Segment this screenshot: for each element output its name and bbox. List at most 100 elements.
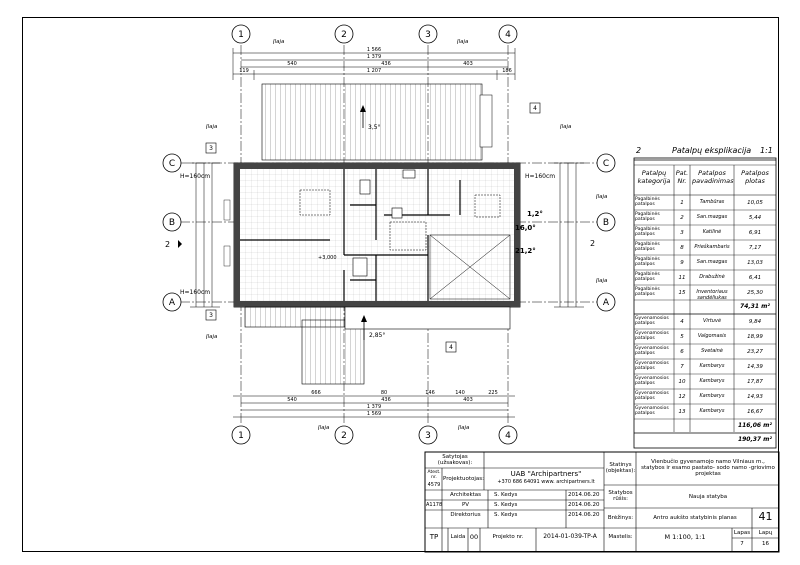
grid-label-2-bottom: 2 <box>341 431 347 441</box>
dim-119: 119 <box>239 68 249 74</box>
dim-540: 540 <box>287 61 297 67</box>
slope-bottom-label: 2,85° <box>369 332 385 339</box>
grid-bubble-1-top <box>231 24 251 44</box>
cell-area: 17,87 <box>747 379 763 385</box>
lapu-label: Lapų <box>758 530 773 536</box>
section-marker-left-1 <box>223 199 231 221</box>
dim-bottom-140: 140 <box>455 390 465 396</box>
dim-bottom-540: 540 <box>287 397 297 403</box>
cell-category: Pagalbinės patalpos <box>635 212 660 223</box>
cell-name: Kambarys <box>699 393 725 399</box>
cell-number: 10 <box>678 379 686 385</box>
tag-3-top-label: 3 <box>209 145 213 152</box>
table-title: Patalpų eksplikacija <box>672 146 752 155</box>
grid-label-1-top: 1 <box>238 30 244 40</box>
cell-category: Pagalbinės patalpos <box>635 227 660 238</box>
ilaja-label-4: Įlaja <box>559 124 572 130</box>
projektuotojas-label: Projektuotojas: <box>443 476 484 482</box>
wall-top <box>234 163 520 169</box>
cell-name: Svetainė <box>701 348 723 354</box>
ilaja-label-1: Įlaja <box>272 39 285 45</box>
h-label-left-top: H=160cm <box>180 173 210 180</box>
cell-name: San.mazgas <box>696 259 728 265</box>
cell-category: Gyvenamosios patalpos <box>635 361 669 372</box>
toilet <box>359 179 371 195</box>
role-director: Direktorius <box>450 512 481 518</box>
brezinys-label: Brėžinys: <box>607 515 634 521</box>
dim-bottom-403: 403 <box>463 397 473 403</box>
elevation-1: 1,2° <box>527 210 543 218</box>
cell-category: Gyvenamosios patalpos <box>635 346 669 357</box>
satytojas-label: Satytojas (užsakovas): <box>437 454 473 466</box>
grid-label-4-top: 4 <box>505 30 511 40</box>
cell-area: 25,30 <box>747 290 763 296</box>
grid-label-c-left: C <box>169 159 175 169</box>
terrace <box>344 306 511 330</box>
grid-bubble-1-bottom <box>231 425 251 445</box>
sheet-number: 41 <box>758 510 773 523</box>
roof-edge <box>479 94 493 148</box>
grid-label-b-right: B <box>603 218 609 228</box>
projekto-label: Projekto nr. <box>492 534 524 540</box>
dim-1566: 1 566 <box>367 47 381 53</box>
atest-number: 4579 <box>427 482 441 488</box>
cell-category: Gyvenamosios patalpos <box>635 376 669 387</box>
cell-area: 13,03 <box>747 260 763 266</box>
grid-label-1-bottom: 1 <box>238 431 244 441</box>
statinys-value: Vienbučio gyvenamojo namo Vilniaus m., s… <box>641 459 775 477</box>
cell-category: Pagalbinės patalpos <box>635 287 660 298</box>
wall-right <box>514 163 520 307</box>
rusis-value: Nauja statyba <box>688 494 728 500</box>
dim-bottom-225: 225 <box>488 390 498 396</box>
cell-category: Gyvenamosios patalpos <box>635 316 669 327</box>
mastelis-value: M 1:100, 1:1 <box>664 533 706 541</box>
upper-roof <box>261 83 483 161</box>
cell-number: 12 <box>678 394 686 400</box>
date-director: 2014.06.20 <box>568 512 600 518</box>
cell-category: Gyvenamosios patalpos <box>635 391 669 402</box>
grid-bubble-2-top <box>334 24 354 44</box>
dim-1207: 1 207 <box>367 68 381 74</box>
cell-name: Virtuvė <box>702 318 722 324</box>
grid-label-4-bottom: 4 <box>505 431 511 441</box>
role-architect: Architektas <box>449 492 482 498</box>
cell-category: Pagalbinės patalpos <box>635 197 660 208</box>
lapas-label: Lapas <box>733 530 751 536</box>
grid-bubble-b-left <box>162 212 182 232</box>
cell-name: Katilinė <box>702 229 722 235</box>
dim-bottom-80: 80 <box>381 390 387 396</box>
cell-category: Pagalbinės patalpos <box>635 242 660 253</box>
elevation-2: 16,0° <box>515 224 536 232</box>
cell-name: Drabužinė <box>699 274 725 280</box>
section-mark-left: 2 <box>165 240 170 249</box>
grid-bubble-3-top <box>418 24 438 44</box>
ilaja-label-6: Įlaja <box>595 278 608 284</box>
h-label-right: H=160cm <box>525 173 555 180</box>
cell-number: 1 <box>680 200 684 206</box>
cell-name: Valgomasis <box>697 333 727 339</box>
tag-4-top-label: 4 <box>533 105 537 112</box>
cell-name: Kambarys <box>699 408 725 414</box>
grid-bubble-3-bottom <box>418 425 438 445</box>
wall-bottom <box>234 301 520 307</box>
cell-area: 14,39 <box>747 364 763 370</box>
table-scale: 1:1 <box>760 146 773 155</box>
dim-bottom-1569: 1 569 <box>367 411 381 417</box>
dim-bottom-436: 436 <box>381 397 391 403</box>
laida-value: 00 <box>469 533 479 541</box>
cell-number: 5 <box>680 334 684 340</box>
left-dimensions <box>190 162 220 308</box>
lower-roof-main <box>301 319 365 385</box>
section-marker-left-2 <box>223 245 231 267</box>
lapas-value: 7 <box>740 541 744 547</box>
cell-number: 8 <box>680 245 684 251</box>
dim-bottom-1379: 1 379 <box>367 404 381 410</box>
cell-number: 13 <box>678 409 686 415</box>
right-dimensions <box>554 162 584 308</box>
tag-4-bottom-label: 4 <box>449 344 453 351</box>
grid-label-b-left: B <box>169 218 175 228</box>
cell-number: 15 <box>678 290 686 296</box>
date-pv: 2014.06.20 <box>568 502 600 508</box>
